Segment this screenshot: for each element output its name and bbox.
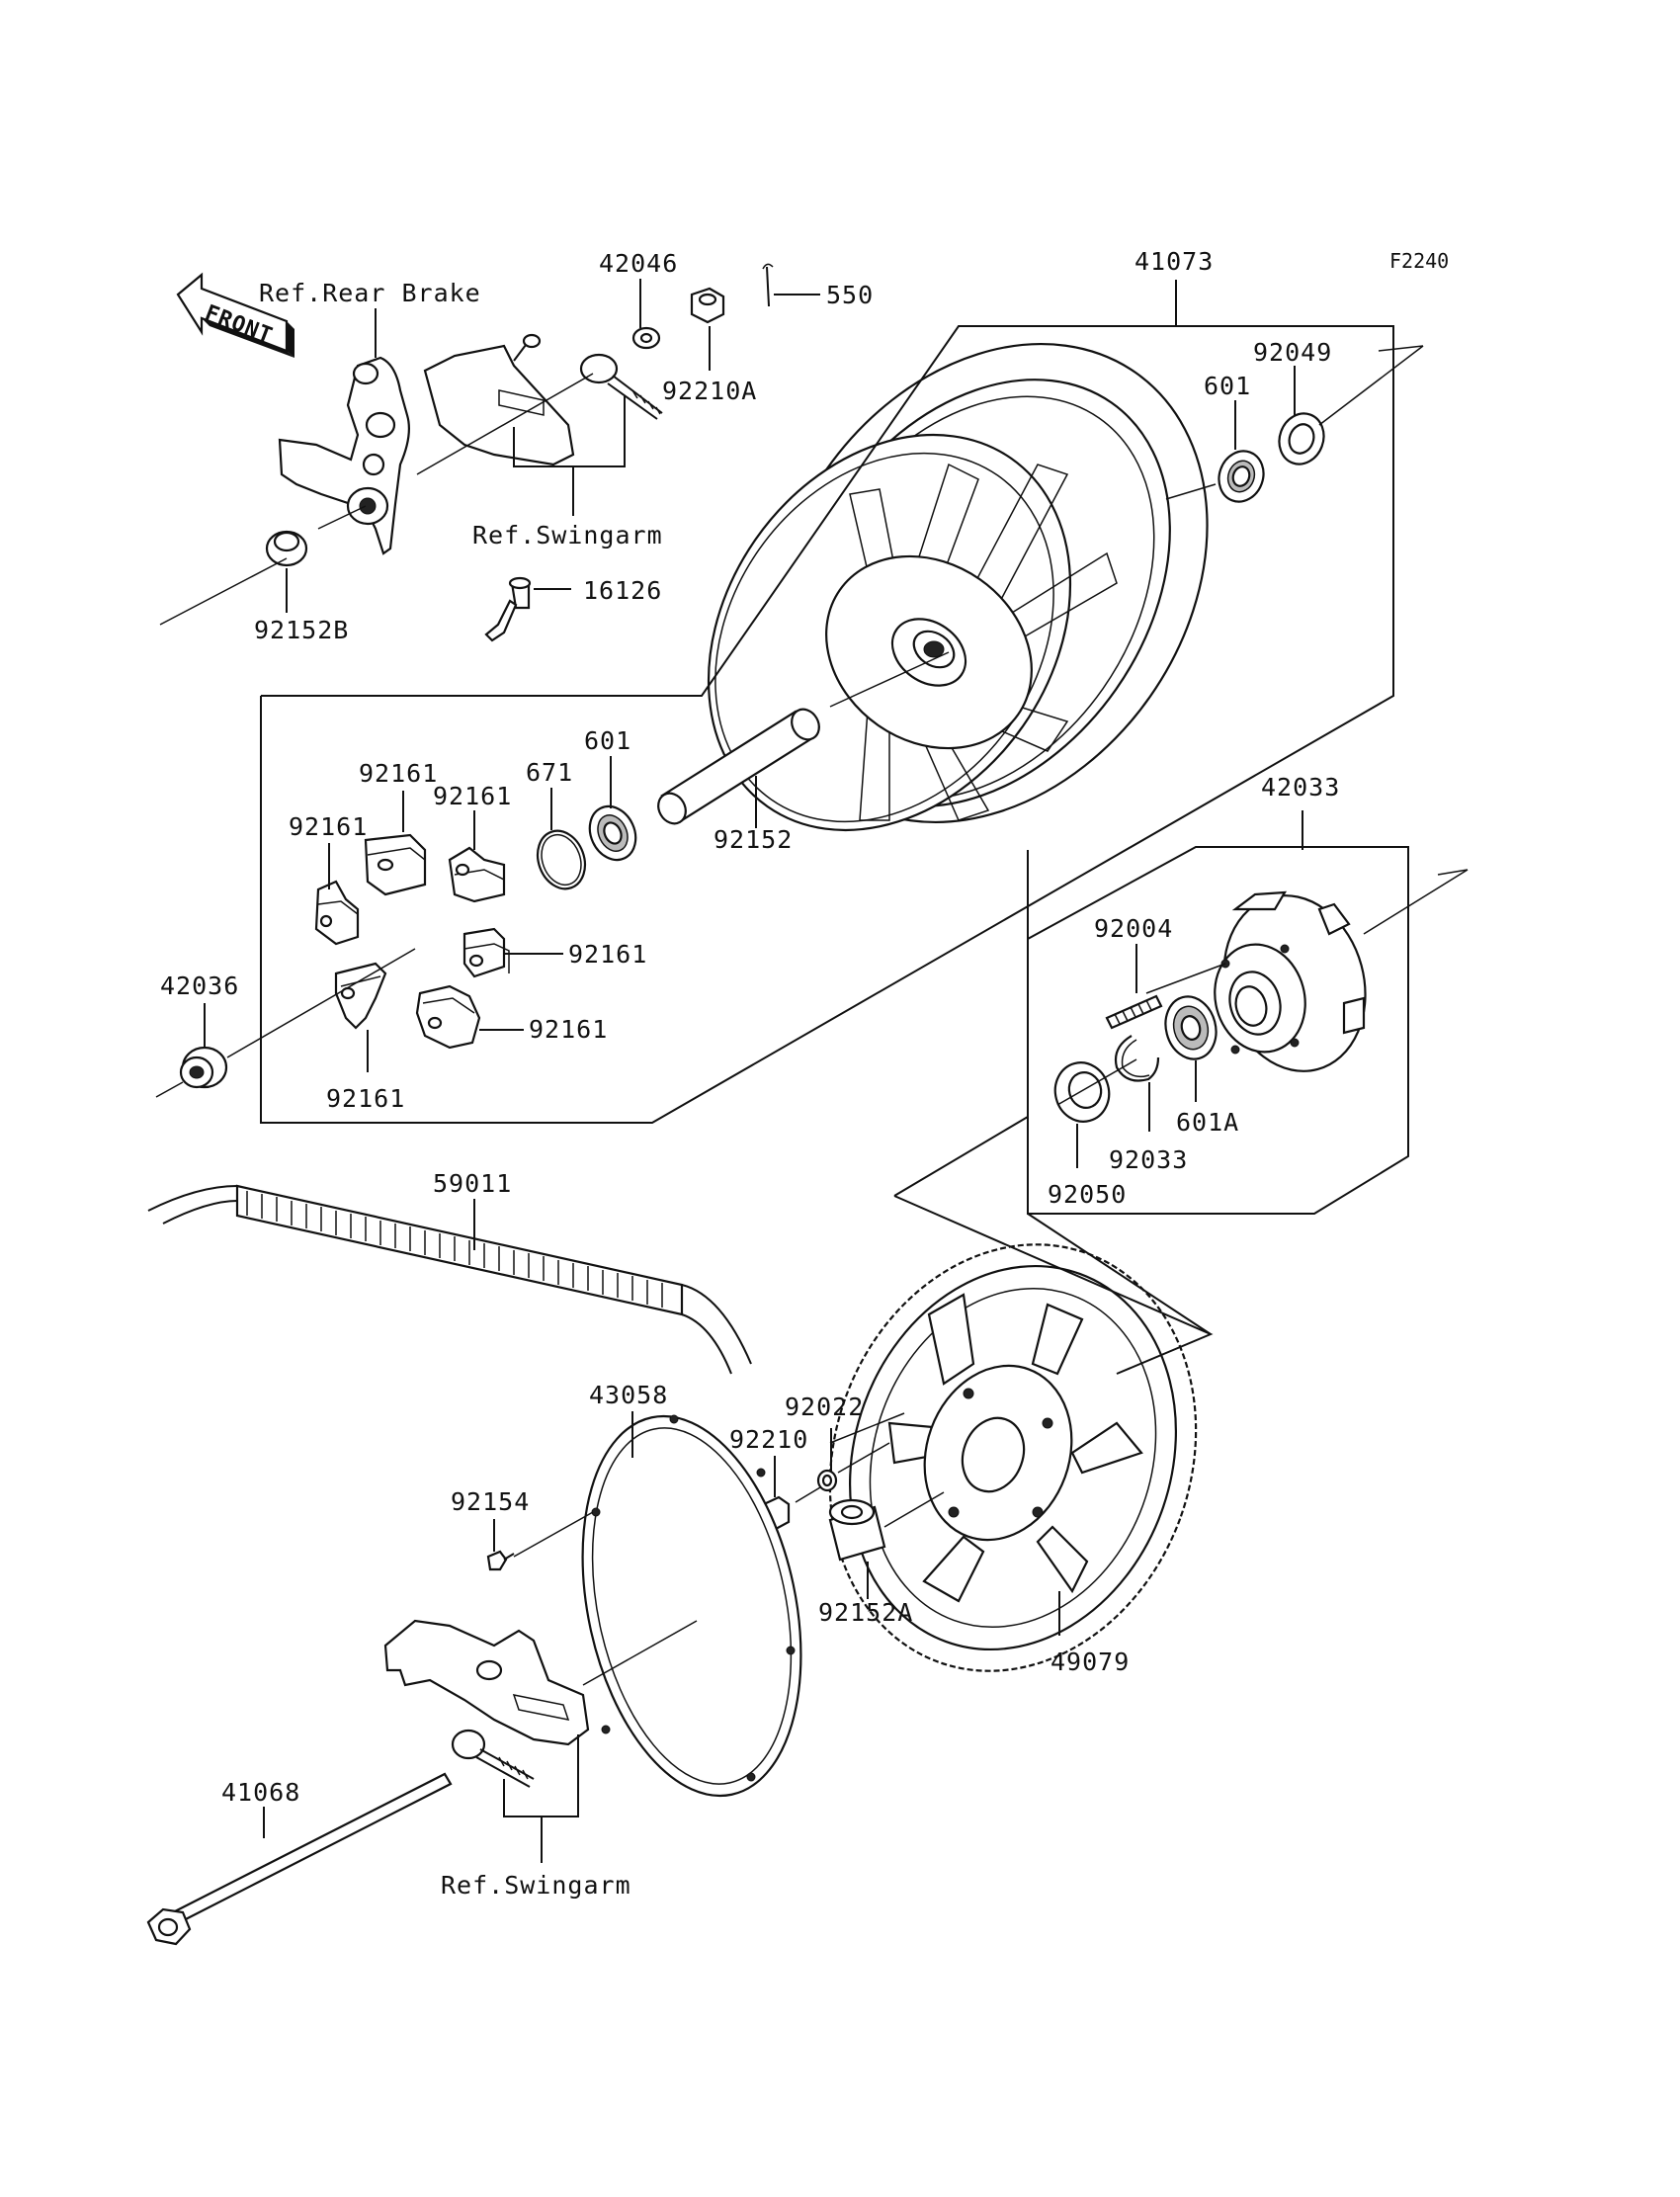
rear-wheel-41073 <box>707 342 1209 832</box>
bearing-601-top <box>1218 450 1265 503</box>
label-550: 550 <box>826 281 874 309</box>
label-92210: 92210 <box>729 1425 808 1454</box>
label-601-top: 601 <box>1204 372 1251 400</box>
oring-671 <box>536 829 587 890</box>
ref-rear-brake: Ref.Rear Brake <box>259 279 481 307</box>
label-42036: 42036 <box>160 972 239 1000</box>
seal-92050 <box>1053 1061 1111 1123</box>
label-92033: 92033 <box>1109 1145 1188 1174</box>
label-92152: 92152 <box>714 825 793 854</box>
coupling-hub-42033 <box>1214 890 1367 1072</box>
adjuster-bolt-top <box>579 353 663 420</box>
label-92049: 92049 <box>1253 338 1332 367</box>
nut-92210A <box>690 287 725 324</box>
label-41068: 41068 <box>221 1778 300 1807</box>
damper-92161-4 <box>462 927 510 978</box>
figure-code: F2240 <box>1389 249 1449 273</box>
label-49079: 49079 <box>1050 1648 1130 1676</box>
label-92154: 92154 <box>451 1487 530 1516</box>
swingarm-bracket-top <box>423 333 575 466</box>
bearing-601-mid <box>588 804 637 862</box>
collar-92152B <box>265 530 308 567</box>
ref-swingarm-bottom: Ref.Swingarm <box>441 1871 631 1900</box>
label-92152A: 92152A <box>818 1598 913 1627</box>
collar-42036 <box>179 1046 228 1089</box>
label-92161-d: 92161 <box>568 940 647 969</box>
drive-belt-59011 <box>147 1184 752 1375</box>
label-pointers <box>204 279 1303 1863</box>
label-92161-f: 92161 <box>326 1084 405 1113</box>
label-601A: 601A <box>1176 1108 1239 1137</box>
damper-92161-6 <box>415 984 481 1050</box>
label-92161-b: 92161 <box>433 782 512 810</box>
label-16126: 16126 <box>583 576 662 605</box>
valve-16126 <box>484 576 532 642</box>
sprocket-49079 <box>828 1243 1198 1672</box>
cotter-pin-550 <box>762 263 774 307</box>
adjuster-bolt-bottom <box>451 1729 535 1788</box>
collar-92152A <box>828 1498 886 1562</box>
ref-swingarm-top: Ref.Swingarm <box>472 521 663 549</box>
swingarm-bracket-bottom <box>383 1619 590 1746</box>
label-92210A: 92210A <box>662 377 757 405</box>
label-671: 671 <box>526 758 573 787</box>
label-43058: 43058 <box>589 1381 668 1409</box>
guard-43058 <box>581 1414 802 1798</box>
stud-92004 <box>1105 994 1163 1030</box>
damper-92161-2 <box>448 846 506 903</box>
label-42033: 42033 <box>1261 773 1340 802</box>
label-92161-e: 92161 <box>529 1015 608 1044</box>
label-92161-a: 92161 <box>359 759 438 788</box>
bolt-92154 <box>486 1550 515 1571</box>
leader-lines <box>155 345 1469 1686</box>
label-41073: 41073 <box>1134 247 1214 276</box>
seal-92049 <box>1278 412 1325 465</box>
label-92022: 92022 <box>785 1393 864 1421</box>
bearing-601A <box>1164 995 1218 1060</box>
label-42046: 42046 <box>599 249 678 278</box>
circlip-92033 <box>1114 1035 1160 1082</box>
label-92152B: 92152B <box>254 616 349 644</box>
group-lines <box>260 325 1409 1375</box>
damper-92161-3 <box>314 880 360 946</box>
collar-92152 <box>657 708 820 825</box>
damper-92161-1 <box>364 833 427 896</box>
label-92161-c: 92161 <box>289 812 368 841</box>
washer-92022 <box>816 1469 838 1492</box>
rear-brake-bracket <box>278 356 410 555</box>
label-92050: 92050 <box>1048 1180 1127 1209</box>
damper-92161-5 <box>334 962 387 1030</box>
label-59011: 59011 <box>433 1169 512 1198</box>
axle-41068 <box>146 1772 453 1946</box>
label-601-mid: 601 <box>584 726 631 755</box>
label-92004: 92004 <box>1094 914 1173 943</box>
